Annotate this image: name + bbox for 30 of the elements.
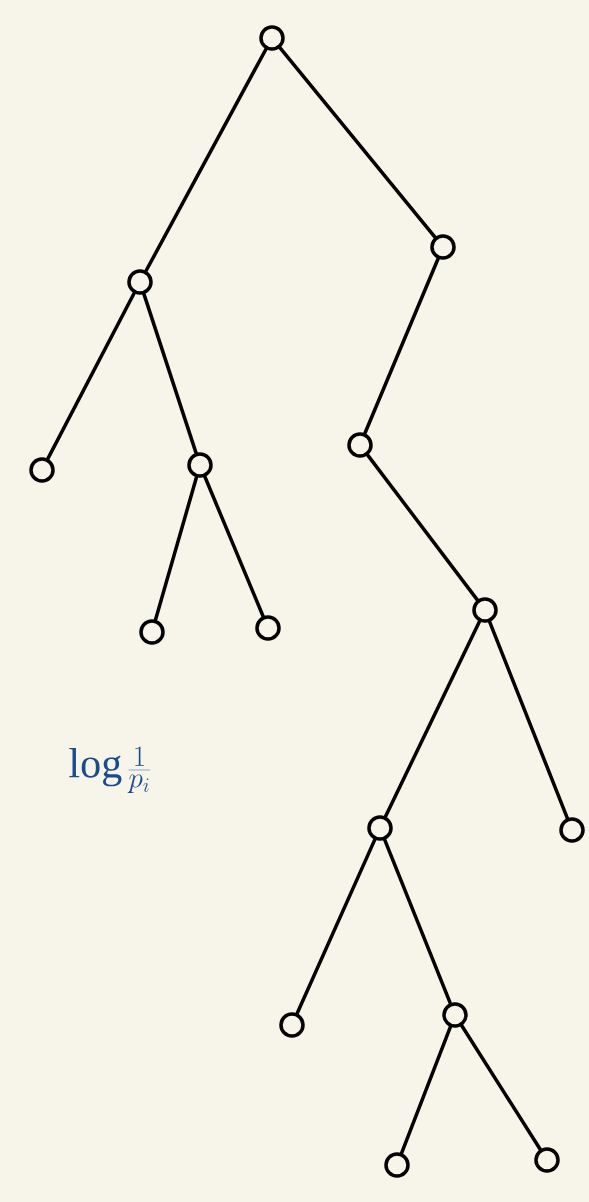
- formula-label: $\log \frac{1}{p_i}$: [69, 746, 151, 793]
- edge-line: [363, 257, 440, 435]
- tree-node: [347, 432, 373, 458]
- tree-node: [430, 234, 456, 260]
- edge-line: [295, 837, 377, 1016]
- tree-node: [127, 269, 153, 295]
- edge-line: [365, 453, 480, 602]
- tree-node: [187, 452, 213, 478]
- edge-line: [203, 475, 265, 618]
- edge-line: [144, 47, 268, 273]
- edge-line: [153, 475, 199, 622]
- edge-line: [46, 291, 136, 461]
- tree-node: [559, 817, 585, 843]
- edge-line: [383, 838, 452, 1005]
- tree-node: [367, 815, 393, 841]
- tree-node: [29, 457, 55, 483]
- edge-line: [399, 1025, 453, 1155]
- tree-node: [255, 615, 281, 641]
- tree-node: [442, 1002, 468, 1028]
- edge-line: [487, 620, 570, 820]
- tree-node: [259, 25, 285, 51]
- tree-node: [139, 619, 165, 645]
- tree-node: [279, 1012, 305, 1038]
- tree-node: [472, 597, 498, 623]
- edge-line: [278, 46, 437, 239]
- tree-node: [384, 1152, 410, 1178]
- edge-line: [383, 619, 482, 819]
- tree-node: [534, 1147, 560, 1173]
- edge-line: [460, 1024, 542, 1151]
- edge-line: [142, 292, 198, 455]
